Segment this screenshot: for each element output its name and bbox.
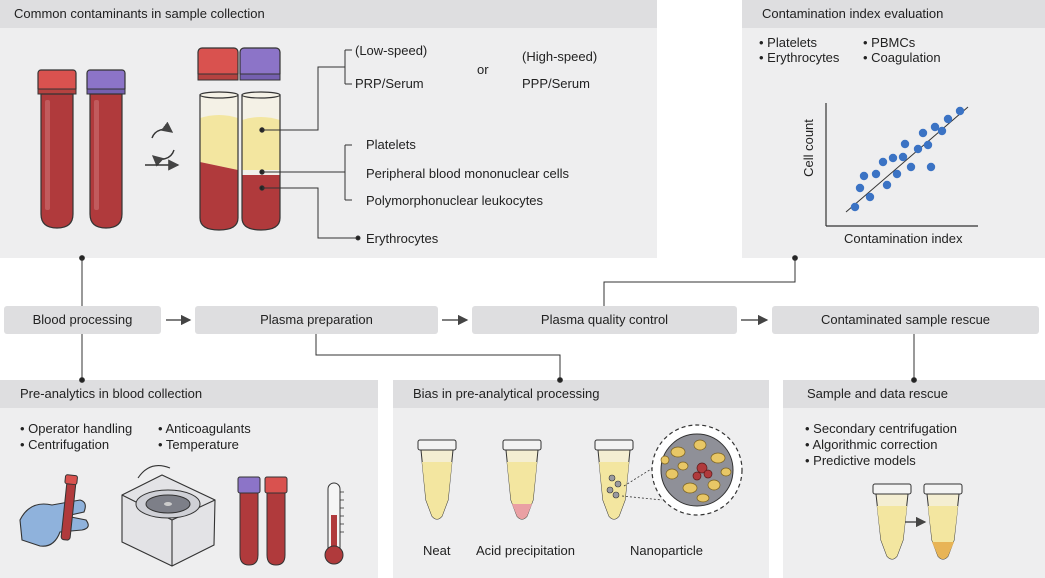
bias-label-acid-precipitation: Acid precipitation <box>476 543 575 558</box>
bias-label-nanoparticle: Nanoparticle <box>630 543 703 558</box>
flow-connectors <box>79 255 917 383</box>
panel-bias-title: Bias in pre-analytical processing <box>393 380 769 408</box>
ci-bullet-coagulation: • Coagulation <box>863 50 941 65</box>
label-high-speed: (High-speed) <box>522 49 598 64</box>
leader-lines <box>259 49 361 241</box>
panel-rescue: Sample and data rescue <box>783 380 1045 578</box>
tube-acid-precipitation-icon <box>502 439 542 520</box>
rescue-bullet-algorithmic-correction: • Algorithmic correction <box>805 437 938 452</box>
panel-contaminants-title: Common contaminants in sample collection <box>0 0 657 28</box>
panel-rescue-title: Sample and data rescue <box>783 380 1045 408</box>
label-or: or <box>477 62 489 77</box>
tube-centrifuged-purple <box>241 91 281 231</box>
flow-plasma-quality-control: Plasma quality control <box>472 306 737 334</box>
panel-pre-analytics-title: Pre-analytics in blood collection <box>0 380 378 408</box>
label-platelets: Platelets <box>366 137 416 152</box>
pa-bullet-anticoagulants: • Anticoagulants <box>158 421 251 436</box>
label-pmn: Polymorphonuclear leukocytes <box>366 193 544 208</box>
rescue-bullet-secondary-centrifugation: • Secondary centrifugation <box>805 421 957 436</box>
pa-bullet-operator-handling: • Operator handling <box>20 421 133 436</box>
nanoparticle-magnified-icon <box>651 424 743 516</box>
pa-bullet-centrifugation: • Centrifugation <box>20 437 110 452</box>
tube-centrifuged-red <box>199 91 239 231</box>
blood-tubes-small-icon <box>237 476 288 566</box>
label-prp-serum: PRP/Serum <box>355 76 424 91</box>
centrifuge-rotate-icon <box>145 121 180 171</box>
tube-neat-icon <box>417 439 457 520</box>
label-low-speed: (Low-speed) <box>355 43 428 58</box>
pa-bullet-temperature: • Temperature <box>158 437 239 452</box>
panel-contamination-index: Contamination index evaluation <box>742 0 1045 258</box>
gloved-hand-with-tube-icon <box>19 474 89 547</box>
thermometer-icon <box>324 482 344 565</box>
tube-before-rescue-icon <box>872 483 912 560</box>
bias-label-neat: Neat <box>423 543 451 558</box>
ci-bullet-platelets: • Platelets <box>759 35 818 50</box>
flow-blood-processing: Blood processing <box>4 306 161 334</box>
cap-purple-floating <box>239 47 281 81</box>
ci-bullet-pbmcs: • PBMCs <box>863 35 916 50</box>
rescue-bullet-predictive-models: • Predictive models <box>805 453 916 468</box>
ci-x-axis-label: Contamination index <box>844 231 963 246</box>
cap-red-floating <box>197 47 239 81</box>
label-erythrocytes: Erythrocytes <box>366 231 439 246</box>
tube-nanoparticle-icon <box>594 439 663 520</box>
tube-purple-cap-whole-blood <box>86 69 126 229</box>
centrifuge-machine-icon <box>121 465 216 567</box>
tube-after-rescue-icon <box>923 483 963 560</box>
flow-contaminated-sample-rescue: Contaminated sample rescue <box>772 306 1039 334</box>
label-pbmc: Peripheral blood mononuclear cells <box>366 166 570 181</box>
panel-contamination-index-title: Contamination index evaluation <box>742 0 1045 28</box>
ci-bullet-erythrocytes: • Erythrocytes <box>759 50 840 65</box>
ci-y-axis-label: Cell count <box>800 119 816 177</box>
panel-pre-analytics: Pre-analytics in blood collection <box>0 380 378 578</box>
flow-plasma-preparation: Plasma preparation <box>195 306 438 334</box>
tube-red-cap-whole-blood <box>37 69 77 229</box>
label-ppp-serum: PPP/Serum <box>522 76 590 91</box>
scatter-plot <box>825 103 978 227</box>
